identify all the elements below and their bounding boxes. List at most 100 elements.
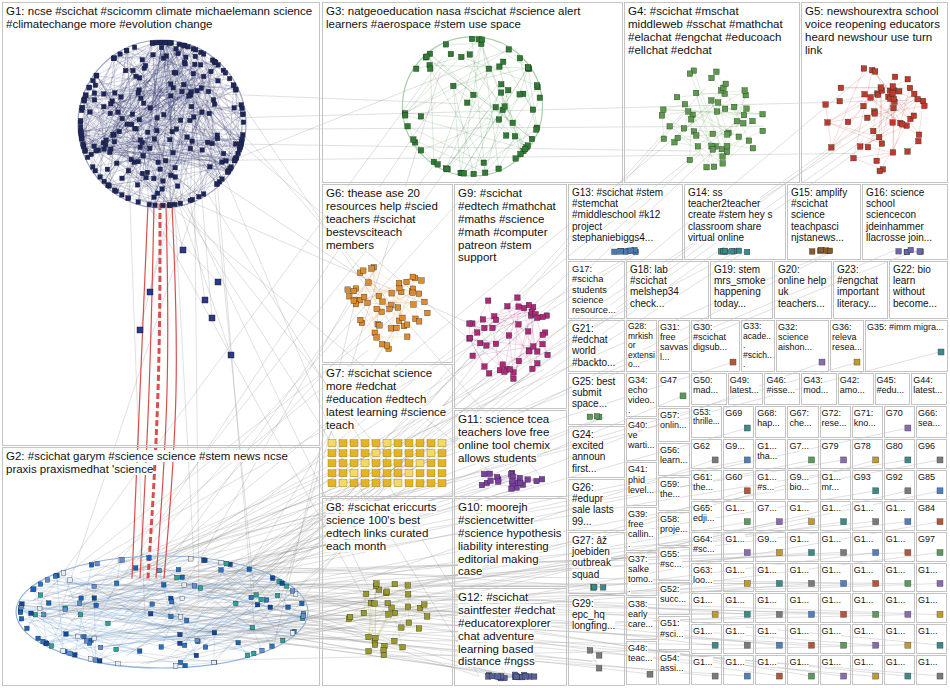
vertex-icon (890, 120, 896, 126)
vertex-icon (76, 634, 81, 639)
tie-line (198, 642, 254, 654)
vertex-icon (186, 45, 191, 50)
vertex-icon (618, 248, 624, 254)
vertex-icon (361, 480, 369, 487)
vertex-icon (234, 88, 239, 93)
vertex-icon (37, 606, 42, 611)
vertex-icon (141, 101, 146, 106)
vertex-icon (64, 632, 68, 637)
tie-line (467, 103, 526, 148)
tie-line (138, 93, 171, 175)
vertex-icon (715, 100, 721, 106)
vertex-icon (125, 122, 129, 127)
vertex-icon (82, 98, 87, 103)
vertex-icon (198, 63, 203, 67)
vertex-icon (151, 52, 156, 57)
vertex-icon (275, 593, 280, 598)
cluster (402, 36, 542, 176)
vertex-icon (108, 111, 113, 116)
vertex-icon (138, 145, 143, 150)
vertex-icon (709, 98, 715, 104)
tie-line (104, 85, 184, 107)
tie-line (169, 172, 227, 205)
vertex-icon (169, 82, 174, 87)
vertex-icon (92, 636, 97, 641)
vertex-icon (191, 71, 196, 76)
vertex-icon (890, 150, 896, 156)
cluster (328, 440, 446, 487)
vertex-icon (485, 298, 491, 304)
vertex-icon (424, 614, 430, 620)
vertex-icon (212, 660, 217, 665)
vertex-icon (339, 480, 347, 487)
cluster-ring (16, 556, 308, 668)
vertex-icon (136, 200, 141, 205)
tie-line (371, 269, 381, 312)
tie-line (252, 628, 262, 651)
vertex-icon (502, 369, 508, 375)
vertex-icon (719, 146, 725, 152)
vertex-icon (862, 91, 868, 97)
vertex-icon (215, 182, 220, 187)
vertex-icon (216, 79, 221, 84)
vertex-icon (358, 317, 364, 323)
tie-line (488, 301, 500, 371)
vertex-icon (169, 94, 174, 99)
vertex-icon (236, 640, 241, 645)
tie-line (860, 99, 917, 146)
tie-line (413, 140, 485, 173)
tie-line (484, 318, 537, 367)
tie-line (868, 147, 893, 152)
vertex-icon (394, 440, 402, 447)
vertex-icon (114, 581, 119, 586)
tie-line (690, 119, 691, 160)
vertex-icon (874, 158, 880, 164)
vertex-icon (872, 111, 878, 117)
vertex-icon (339, 440, 347, 447)
cluster (346, 581, 430, 658)
vertex-icon (112, 139, 117, 144)
vertex-icon (427, 460, 435, 467)
vertex-icon (94, 74, 99, 79)
vertex-icon (361, 268, 367, 274)
vertex-icon (514, 673, 520, 679)
vertex-icon (438, 460, 446, 467)
vertex-icon (750, 145, 756, 151)
vertex-icon (93, 169, 98, 174)
tie-line (205, 560, 249, 569)
vertex-icon (410, 274, 416, 280)
vertex-icon (534, 83, 540, 89)
vertex-icon (41, 612, 46, 617)
vertex-icon (372, 450, 380, 457)
vertex-icon (148, 106, 153, 111)
vertex-icon (120, 193, 125, 198)
vertex-icon (232, 159, 237, 164)
vertex-icon (667, 124, 673, 130)
tie-line (59, 141, 216, 615)
vertex-icon (46, 601, 51, 606)
vertex-icon (405, 470, 413, 477)
vertex-icon (173, 202, 178, 207)
vertex-icon (383, 440, 391, 447)
vertex-icon (192, 584, 197, 589)
vertex-icon (94, 149, 99, 154)
vertex-icon (372, 480, 380, 487)
vertex-icon (173, 165, 178, 170)
vertex-icon (213, 60, 218, 65)
tie-line (65, 609, 214, 632)
vertex-icon (857, 144, 863, 150)
vertex-icon (724, 143, 730, 149)
vertex-icon (685, 109, 691, 115)
tie-line (163, 74, 193, 206)
vertex-icon (741, 112, 747, 118)
vertex-icon (98, 645, 103, 650)
vertex-icon (130, 112, 135, 117)
vertex-icon (174, 46, 179, 51)
vertex-icon (506, 333, 512, 339)
vertex-icon (351, 298, 357, 304)
vertex-icon (89, 563, 94, 568)
vertex-icon (509, 486, 515, 492)
vertex-icon (907, 85, 913, 91)
tie-line (46, 638, 95, 643)
vertex-icon (173, 175, 178, 180)
